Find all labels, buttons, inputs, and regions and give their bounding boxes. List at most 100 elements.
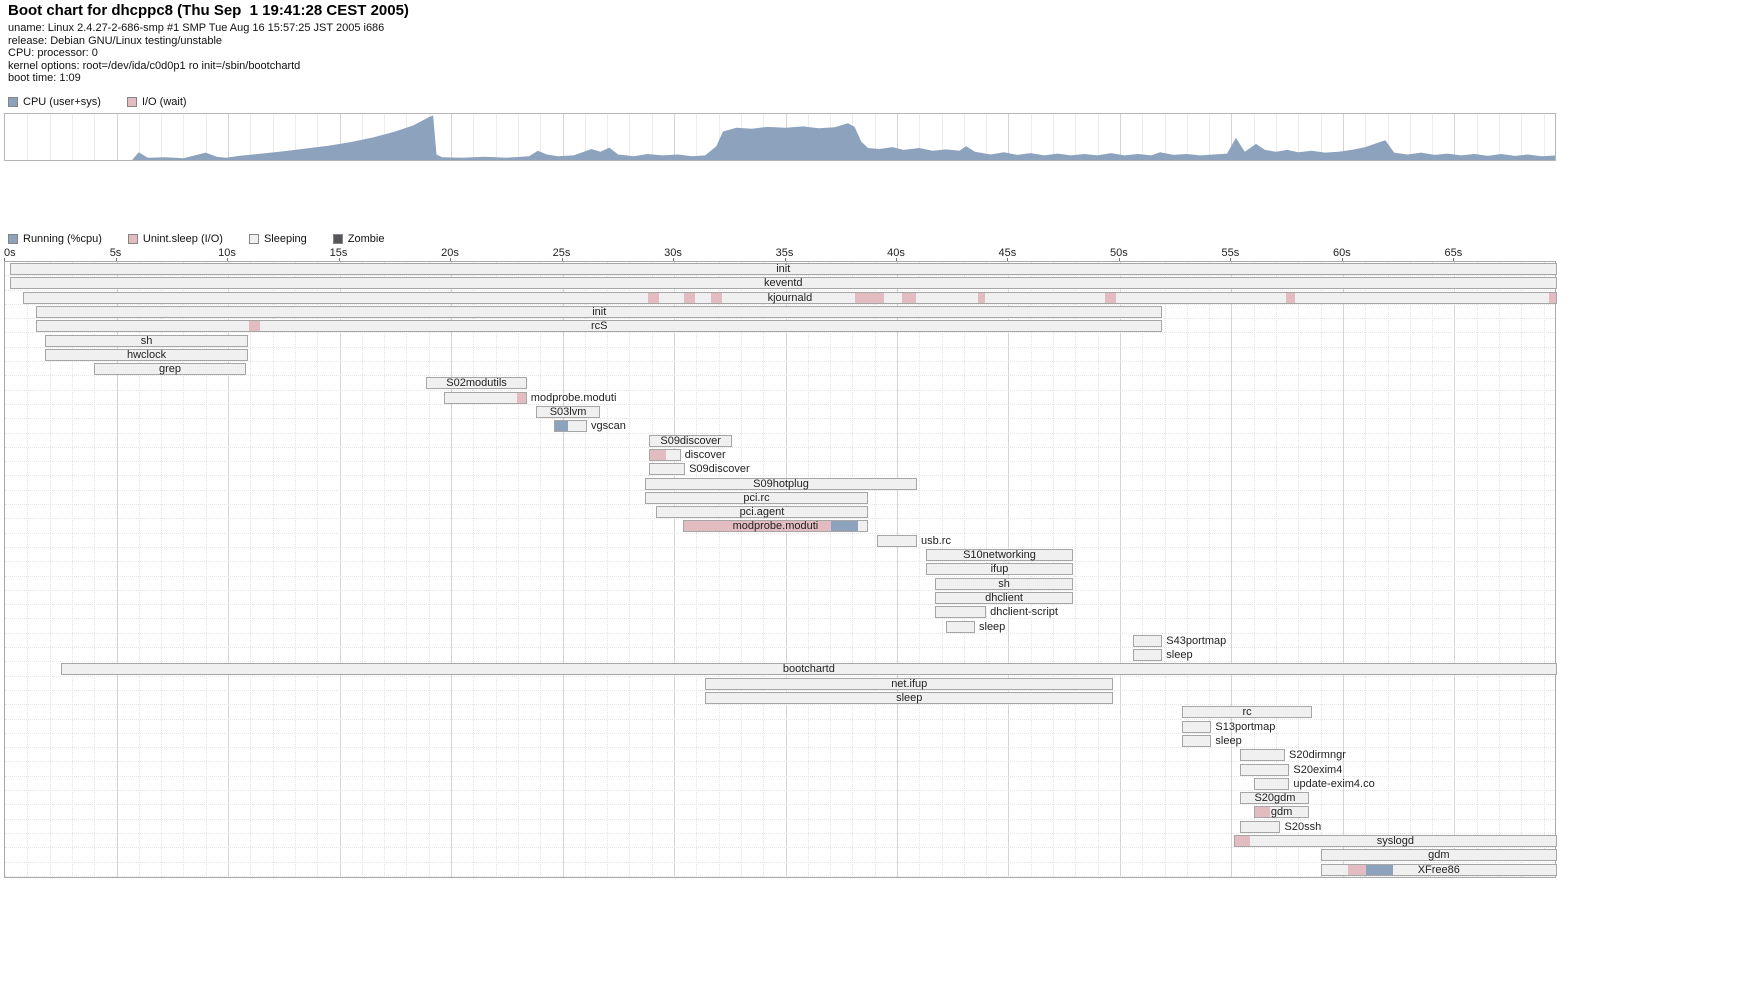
legend-label: Sleeping bbox=[263, 233, 307, 245]
cpu-gridline bbox=[629, 114, 631, 160]
legend-item: Zombie bbox=[332, 233, 384, 245]
tick-label: 35s bbox=[775, 247, 794, 259]
process-bar bbox=[645, 491, 868, 504]
process-row: gdm bbox=[5, 805, 1555, 820]
process-row: pci.agent bbox=[5, 505, 1555, 520]
process-row: S20ssh bbox=[5, 820, 1555, 834]
cpu-gridline bbox=[1053, 114, 1054, 160]
io-segment bbox=[902, 292, 916, 303]
release-line: release: Debian GNU/Linux testing/unstab… bbox=[8, 34, 223, 47]
process-row: S09discover bbox=[5, 434, 1555, 448]
cpu-gridline bbox=[1186, 114, 1188, 160]
cpu-gridline bbox=[1008, 114, 1010, 160]
gantt-gridline bbox=[138, 262, 140, 877]
gantt-gridline bbox=[1543, 262, 1545, 877]
tick-mark bbox=[1453, 258, 1455, 262]
process-row: S03lvm bbox=[5, 405, 1555, 420]
process-row: sleep bbox=[5, 620, 1555, 634]
tick-mark bbox=[1341, 258, 1343, 262]
gantt-gridline bbox=[428, 262, 430, 877]
cpu-gridline bbox=[897, 114, 898, 160]
process-label: rc bbox=[1242, 706, 1252, 719]
page-title: Boot chart for dhcppc8 (Thu Sep 1 19:41:… bbox=[8, 2, 409, 19]
process-row: usb.rc bbox=[5, 534, 1555, 548]
process-label: sleep bbox=[979, 620, 1006, 633]
gantt-gridline bbox=[651, 262, 653, 877]
cpu-gridline bbox=[1521, 114, 1523, 160]
gantt-gridline bbox=[451, 262, 452, 877]
running-segment bbox=[554, 421, 568, 432]
io-segment bbox=[1548, 292, 1556, 303]
process-bar bbox=[553, 420, 587, 433]
sleeping-legend-swatch bbox=[248, 234, 259, 244]
process-row: rc bbox=[5, 705, 1555, 720]
cpu-gridline bbox=[473, 114, 475, 160]
tick-mark bbox=[115, 258, 117, 262]
io-segment bbox=[1234, 836, 1251, 846]
gantt-gridline bbox=[1075, 262, 1077, 877]
process-bar bbox=[94, 363, 246, 376]
process-label: kjournald bbox=[767, 291, 813, 304]
process-bar bbox=[1182, 706, 1312, 719]
cpu-gridline bbox=[1253, 114, 1255, 160]
io-segment bbox=[683, 521, 832, 532]
process-row: net.ifup bbox=[5, 677, 1555, 691]
tick-label: 45s bbox=[998, 247, 1017, 259]
cpu-area-svg bbox=[5, 115, 1555, 160]
process-label: dhclient bbox=[985, 591, 1023, 604]
process-bar bbox=[36, 320, 1163, 333]
gantt-gridline bbox=[228, 262, 229, 877]
cpu-gridline bbox=[161, 114, 163, 160]
gantt-gridline bbox=[205, 262, 207, 877]
cpu-gridline bbox=[1030, 114, 1032, 160]
gantt-gridline bbox=[384, 262, 386, 877]
process-row: S09hotplug bbox=[5, 477, 1555, 491]
gantt-gridline bbox=[852, 262, 854, 877]
gantt-gridline bbox=[1521, 262, 1523, 877]
gantt-gridline bbox=[1298, 262, 1300, 877]
tick-mark bbox=[227, 258, 228, 262]
uname-line: uname: Linux 2.4.27-2-686-smp #1 SMP Tue… bbox=[8, 22, 385, 34]
process-label: pci.agent bbox=[739, 506, 785, 519]
cpu-gridline bbox=[228, 114, 229, 160]
cpu-gridline bbox=[138, 114, 140, 160]
process-label: dhclient-script bbox=[990, 606, 1058, 619]
cpu-gridline bbox=[696, 114, 698, 160]
gantt-gridline bbox=[1320, 262, 1322, 877]
process-row: gdm bbox=[5, 848, 1557, 863]
process-label: S09discover bbox=[689, 463, 750, 476]
gantt-gridline bbox=[317, 262, 319, 877]
tick-mark bbox=[1118, 258, 1120, 262]
process-bar bbox=[1240, 792, 1310, 805]
legend-label: Unint.sleep (I/O) bbox=[142, 233, 223, 245]
process-label: S20exim4 bbox=[1293, 763, 1343, 776]
gantt-gridline bbox=[1432, 262, 1434, 877]
gantt-gridline bbox=[540, 262, 542, 877]
gantt-gridline bbox=[1276, 262, 1277, 877]
process-row: sh bbox=[5, 577, 1555, 591]
tick-mark bbox=[784, 258, 786, 262]
legend-item: Running (%cpu) bbox=[8, 233, 102, 245]
process-bar bbox=[444, 391, 527, 404]
legend-label: CPU (user+sys) bbox=[23, 96, 101, 108]
cpu-gridline bbox=[71, 114, 73, 160]
running-legend-swatch bbox=[8, 234, 18, 244]
cpu-gridline bbox=[361, 114, 363, 160]
process-label: syslogd bbox=[1376, 835, 1414, 847]
cpu-gridline bbox=[94, 114, 96, 160]
process-bar bbox=[426, 377, 527, 390]
process-bar bbox=[934, 606, 987, 619]
io-segment bbox=[1105, 292, 1117, 303]
gantt-gridline bbox=[1231, 262, 1233, 877]
running-segment bbox=[831, 521, 858, 532]
gantt-gridline bbox=[161, 262, 163, 877]
cpu-gridline bbox=[1276, 114, 1277, 160]
cpu-gridline bbox=[919, 114, 921, 160]
process-row: pci.rc bbox=[5, 491, 1555, 506]
process-label: discover bbox=[684, 448, 726, 461]
process-label: S20dirmngr bbox=[1289, 749, 1346, 762]
cpu-usage-chart bbox=[4, 113, 1556, 161]
gantt-gridline bbox=[183, 262, 185, 877]
